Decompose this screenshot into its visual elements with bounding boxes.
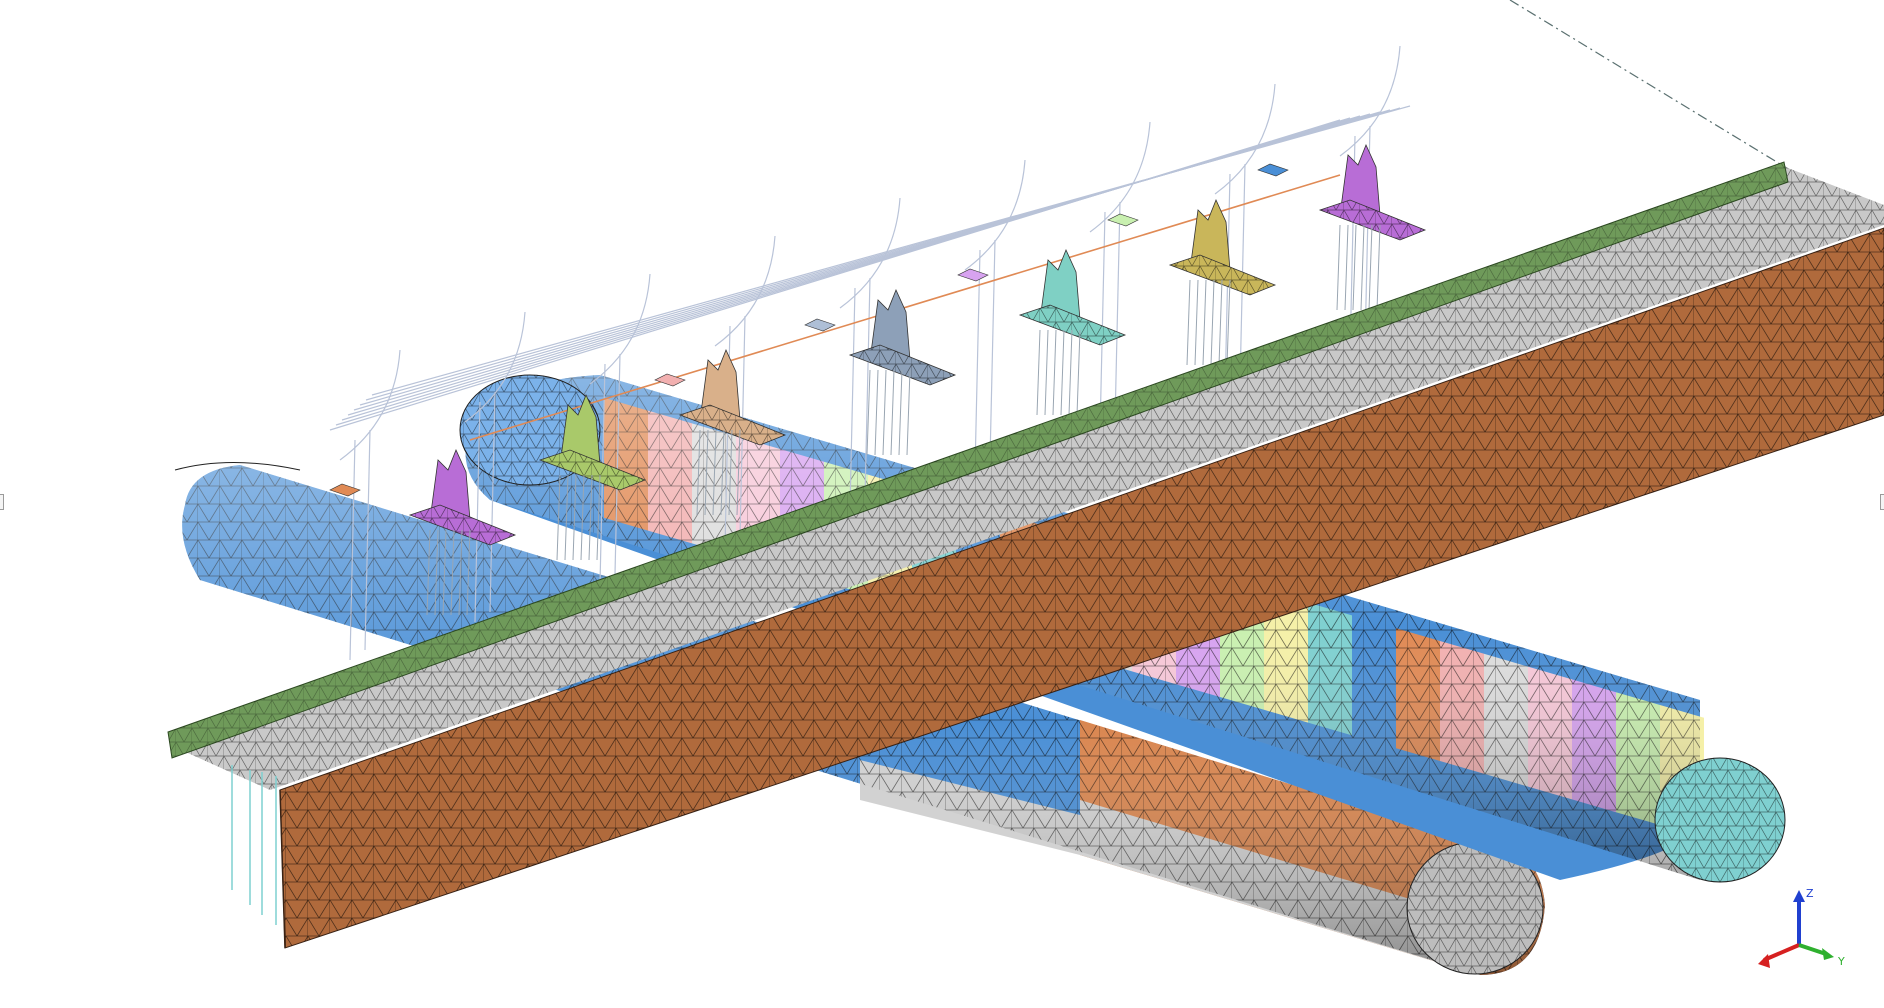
pile	[898, 369, 903, 456]
pile	[1044, 329, 1049, 416]
canopy-arch	[339, 349, 401, 461]
pile	[882, 369, 887, 456]
axis-triad-graphic	[1758, 890, 1834, 968]
canopy-rail	[371, 105, 1411, 396]
pile	[596, 474, 601, 561]
canopy-orange-rail	[469, 174, 1341, 441]
pile	[580, 474, 585, 561]
end-piles	[231, 765, 277, 925]
top-plate	[329, 483, 361, 497]
x-axis	[1763, 943, 1800, 962]
canopy-arch	[714, 235, 776, 347]
pile	[906, 369, 911, 456]
top-slab	[170, 165, 1884, 790]
canopy-arch	[589, 273, 651, 385]
pile	[1360, 224, 1365, 311]
canopy-arch	[464, 311, 526, 423]
pile	[458, 529, 463, 616]
pile	[704, 429, 709, 516]
pile	[1076, 329, 1081, 416]
support-plates	[329, 143, 1427, 616]
pile	[1344, 224, 1349, 311]
x-arrow	[1758, 954, 1770, 968]
pile	[1218, 279, 1223, 366]
pile	[720, 429, 725, 516]
pile	[1226, 279, 1231, 366]
top-plate	[654, 373, 686, 387]
canopy-hanger	[474, 401, 481, 623]
axis-triad: Z Y	[1744, 880, 1854, 990]
pile	[874, 369, 879, 456]
right-edge-handle[interactable]	[1880, 494, 1884, 510]
canopy-hanger	[974, 249, 981, 471]
pile	[1368, 224, 1373, 311]
canopy-arch	[1214, 83, 1276, 195]
pile	[1186, 279, 1191, 366]
pile	[556, 474, 561, 561]
pile	[1194, 279, 1199, 366]
pile	[736, 429, 741, 516]
canopy-arch	[839, 197, 901, 309]
pile	[564, 474, 569, 561]
pile	[1036, 329, 1041, 416]
pile	[1060, 329, 1065, 416]
top-plate	[804, 318, 836, 332]
canopy-arch	[1089, 121, 1151, 233]
y-axis-label: Y	[1838, 955, 1845, 968]
y-axis	[1798, 943, 1827, 956]
z-axis-label: Z	[1806, 887, 1814, 900]
green-cap	[167, 161, 1789, 759]
canopy-hanger	[1099, 211, 1106, 433]
construction-line	[1509, 0, 1791, 171]
pile	[712, 429, 717, 516]
top-plate	[957, 268, 989, 282]
pile	[1068, 329, 1073, 416]
pile	[426, 529, 431, 616]
pile	[1052, 329, 1057, 416]
pile	[1210, 279, 1215, 366]
z-arrow	[1793, 890, 1805, 902]
pile	[588, 474, 593, 561]
pile	[890, 369, 895, 456]
pile	[450, 529, 455, 616]
pile	[572, 474, 577, 561]
top-plate	[1257, 163, 1289, 177]
pile	[866, 369, 871, 456]
pile	[1336, 224, 1341, 311]
pile	[696, 429, 701, 516]
pile	[1352, 224, 1357, 311]
pile	[1376, 224, 1381, 311]
y-arrow	[1822, 948, 1834, 960]
canopy-hanger	[849, 287, 856, 509]
wireframe-canopy	[329, 45, 1411, 661]
top-plate	[1107, 213, 1139, 227]
retaining-wall	[279, 227, 1884, 949]
pile	[1202, 279, 1207, 366]
canopy-hanger	[349, 439, 356, 661]
canopy-arch	[964, 159, 1026, 271]
pile	[442, 529, 447, 616]
canopy-arch	[1339, 45, 1401, 157]
left-edge-handle[interactable]	[0, 494, 4, 510]
pile	[434, 529, 439, 616]
pile	[728, 429, 733, 516]
pile	[466, 529, 471, 616]
